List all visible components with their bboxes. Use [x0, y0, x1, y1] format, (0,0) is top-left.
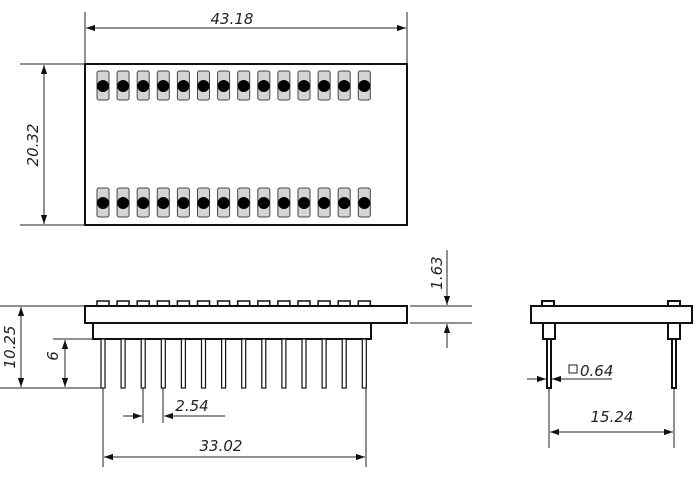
pin	[140, 338, 146, 389]
pin-hole	[277, 80, 290, 92]
pin-hole	[157, 80, 170, 92]
dim-width-label: 43.18	[211, 10, 254, 28]
dim-pin-length-label: 6	[44, 351, 62, 361]
square-symbol-icon	[568, 364, 578, 374]
side-view-lower-body	[92, 322, 372, 340]
dim-pin-span-label: 33.02	[200, 437, 243, 455]
pin-hole	[157, 197, 170, 209]
pin	[200, 338, 207, 389]
pin-hole	[277, 197, 290, 209]
pin-hole	[298, 197, 310, 209]
pin-hole	[97, 197, 109, 209]
side-view-upper-body	[84, 305, 408, 324]
pin	[671, 338, 677, 389]
pin	[221, 338, 227, 389]
pad-rows	[96, 70, 371, 218]
pin	[120, 338, 126, 389]
pin-hole	[298, 80, 310, 92]
dim-pin-length: 6	[44, 338, 93, 387]
pin-hole	[237, 197, 250, 209]
pin	[321, 338, 327, 389]
pin-hole	[237, 80, 250, 92]
pin	[341, 338, 347, 389]
dim-total-height: 10.25	[0, 305, 101, 389]
pin	[100, 338, 106, 389]
pin	[241, 338, 247, 389]
pin-hole	[338, 80, 351, 92]
end-view-body	[530, 305, 693, 324]
dim-pin-size-label: 0.64	[580, 362, 613, 380]
pin	[301, 338, 307, 389]
dim-height-label: 20.32	[24, 124, 42, 167]
dim-pin-size: 0.64	[527, 362, 613, 383]
pin-hole	[117, 197, 130, 209]
dim-pitch-label: 2.54	[175, 397, 208, 415]
pin-hole	[137, 80, 150, 92]
top-view	[84, 63, 408, 226]
dim-height: 20.32	[20, 63, 85, 226]
pin-hole	[117, 80, 130, 92]
pin-hole	[318, 80, 331, 92]
dim-pitch: 2.54	[123, 388, 225, 423]
pin-hole	[177, 80, 190, 92]
pin-hole	[358, 80, 371, 92]
pin-hole	[318, 197, 331, 209]
pin-hole	[197, 80, 210, 92]
pin-hole	[338, 197, 351, 209]
pin-hole	[137, 197, 150, 209]
pin	[180, 338, 186, 389]
pin	[261, 338, 267, 389]
pin-hole	[177, 197, 190, 209]
pin	[281, 338, 287, 389]
pin-hole	[97, 80, 109, 92]
dim-pad-thickness-label: 1.63	[428, 256, 446, 289]
pin	[546, 338, 552, 389]
pin	[160, 338, 166, 389]
dim-pin-span: 33.02	[102, 388, 367, 467]
pin-hole	[197, 197, 210, 209]
dim-row-spacing-label: 15.24	[591, 408, 634, 426]
pin-hole	[217, 197, 230, 209]
pin-hole	[217, 80, 230, 92]
pin	[361, 338, 367, 389]
pin-hole	[257, 80, 270, 92]
pin-hole	[358, 197, 371, 209]
dim-total-height-label: 10.25	[1, 326, 19, 369]
side-view	[84, 300, 408, 389]
dim-pad-thickness: 1.63	[410, 250, 472, 348]
pin-hole	[257, 197, 270, 209]
dim-width: 43.18	[84, 10, 408, 64]
dim-row-spacing: 15.24	[548, 388, 675, 448]
